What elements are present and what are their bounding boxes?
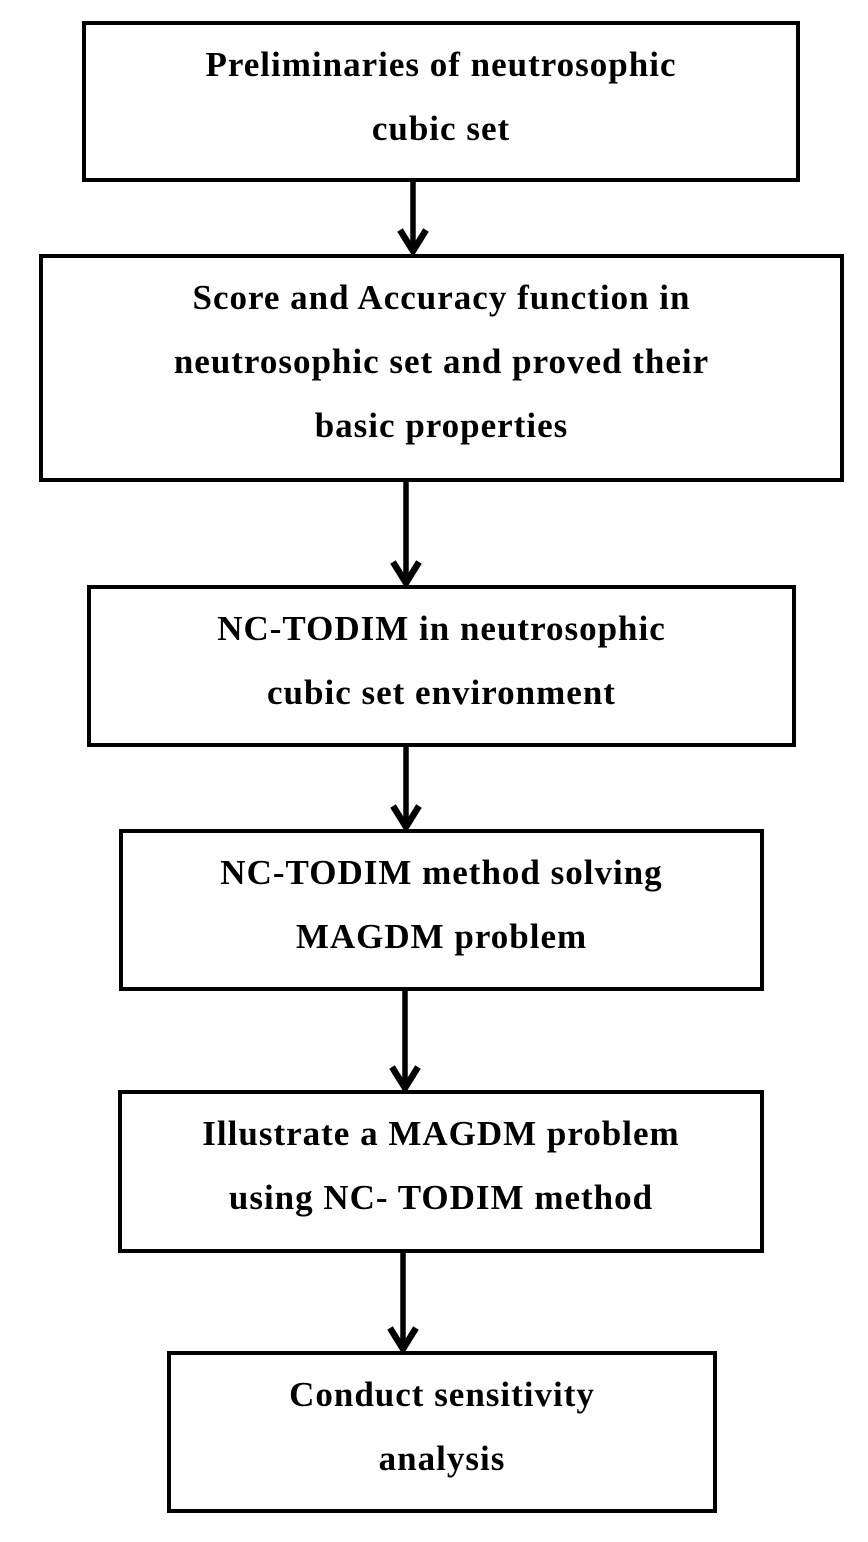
arrow-down-icon-3	[390, 747, 422, 834]
flow-box-nc-todim-magdm-label: NC-TODIM method solving MAGDM problem	[220, 853, 663, 956]
arrow-head	[387, 1326, 419, 1356]
flow-box-sensitivity-analysis: Conduct sensitivity analysis	[167, 1351, 717, 1513]
flow-box-score-accuracy: Score and Accuracy function in neutrosop…	[39, 254, 844, 482]
flow-box-illustrate-magdm: Illustrate a MAGDM problem using NC- TOD…	[118, 1090, 764, 1253]
arrow-head	[390, 560, 422, 590]
flow-box-score-accuracy-label: Score and Accuracy function in neutrosop…	[173, 278, 710, 445]
flow-box-illustrate-magdm-label: Illustrate a MAGDM problem using NC- TOD…	[202, 1114, 680, 1217]
arrow-head	[390, 804, 422, 834]
arrow-down-icon-4	[389, 991, 421, 1095]
arrow-down-icon-2	[390, 481, 422, 590]
flow-box-nc-todim-environment-label: NC-TODIM in neutrosophic cubic set envir…	[217, 609, 666, 712]
arrow-head	[397, 228, 429, 258]
arrow-down-icon-5	[387, 1253, 419, 1356]
arrow-down-icon-1	[397, 181, 429, 258]
flow-box-preliminaries-label: Preliminaries of neutrosophic cubic set	[205, 45, 677, 148]
flow-box-nc-todim-environment: NC-TODIM in neutrosophic cubic set envir…	[87, 585, 796, 747]
flow-box-sensitivity-analysis-label: Conduct sensitivity analysis	[289, 1375, 595, 1478]
flow-box-preliminaries: Preliminaries of neutrosophic cubic set	[82, 21, 800, 182]
arrow-head	[389, 1065, 421, 1095]
flow-box-nc-todim-magdm: NC-TODIM method solving MAGDM problem	[119, 829, 764, 991]
